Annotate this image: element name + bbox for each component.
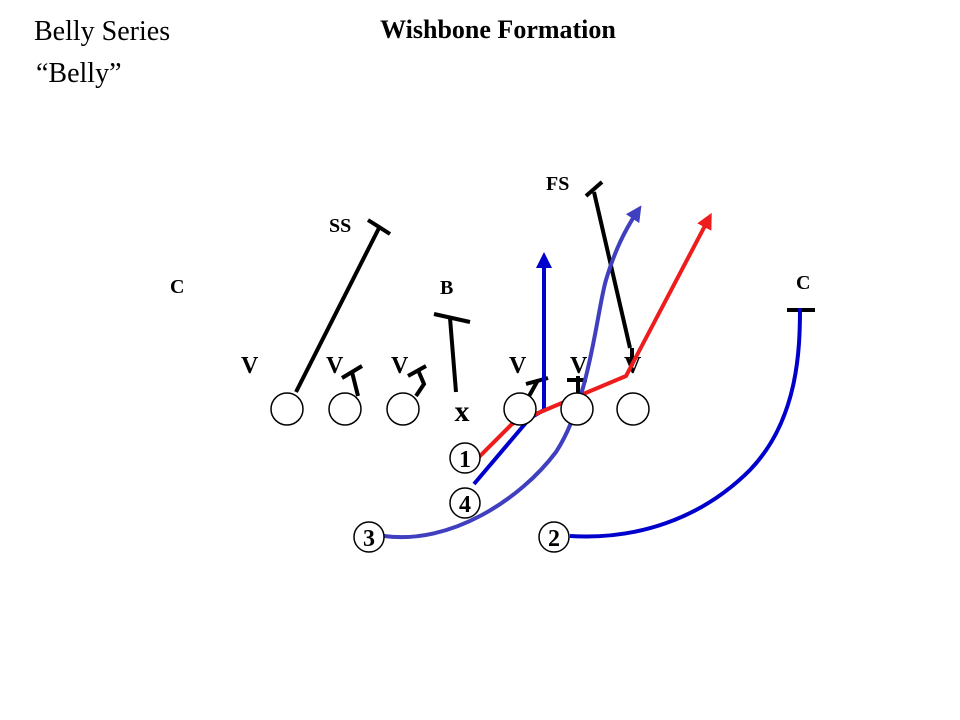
back-1-circle [449,442,481,474]
block-bar-tackle-left [407,364,427,378]
back-4-circle [449,487,481,519]
block-line-backer [448,317,458,393]
lineman-3 [386,392,420,426]
block-line-tackle-left [414,369,427,398]
route-back2-blue [569,307,802,539]
label-fs: FS [546,173,569,195]
lineman-7 [616,392,650,426]
route-back1-red [464,212,712,472]
block-assignments [294,180,815,399]
label-v2: V [326,353,344,379]
block-line-fs [592,191,632,349]
block-line-ss [294,225,382,393]
label-v5: V [570,353,588,379]
label-ss: SS [329,215,351,237]
back-3: 3 [353,521,385,553]
center-marker: x [455,395,470,428]
offensive-line [270,392,650,426]
back-3-number: 3 [363,526,375,552]
diagram-title: Wishbone Formation [380,15,616,44]
back-2-number: 2 [548,526,560,552]
play-name: “Belly” [36,58,122,89]
label-v3: V [391,353,409,379]
lineman-2 [328,392,362,426]
lineman-6 [560,392,594,426]
block-bar-ss [366,218,392,236]
back-4-number: 4 [459,492,471,518]
lineman-1 [270,392,304,426]
series-title: Belly Series [34,16,170,47]
back-3-circle [353,521,385,553]
block-line-guard-left [350,371,360,397]
label-backer: B [440,277,453,299]
back-1-number: 1 [459,447,471,473]
back-2-circle [538,521,570,553]
lineman-5 [503,392,537,426]
block-bar-backer [433,312,471,324]
block-bar-fs [584,180,604,198]
label-v4: V [509,353,527,379]
label-v1: V [241,353,259,379]
back-1: 1 [449,442,481,474]
back-2: 2 [538,521,570,553]
back-4: 4 [449,487,481,519]
block-bar-guard-left [340,364,364,380]
label-corner-left: C [170,276,184,298]
label-corner-right: C [796,272,810,294]
